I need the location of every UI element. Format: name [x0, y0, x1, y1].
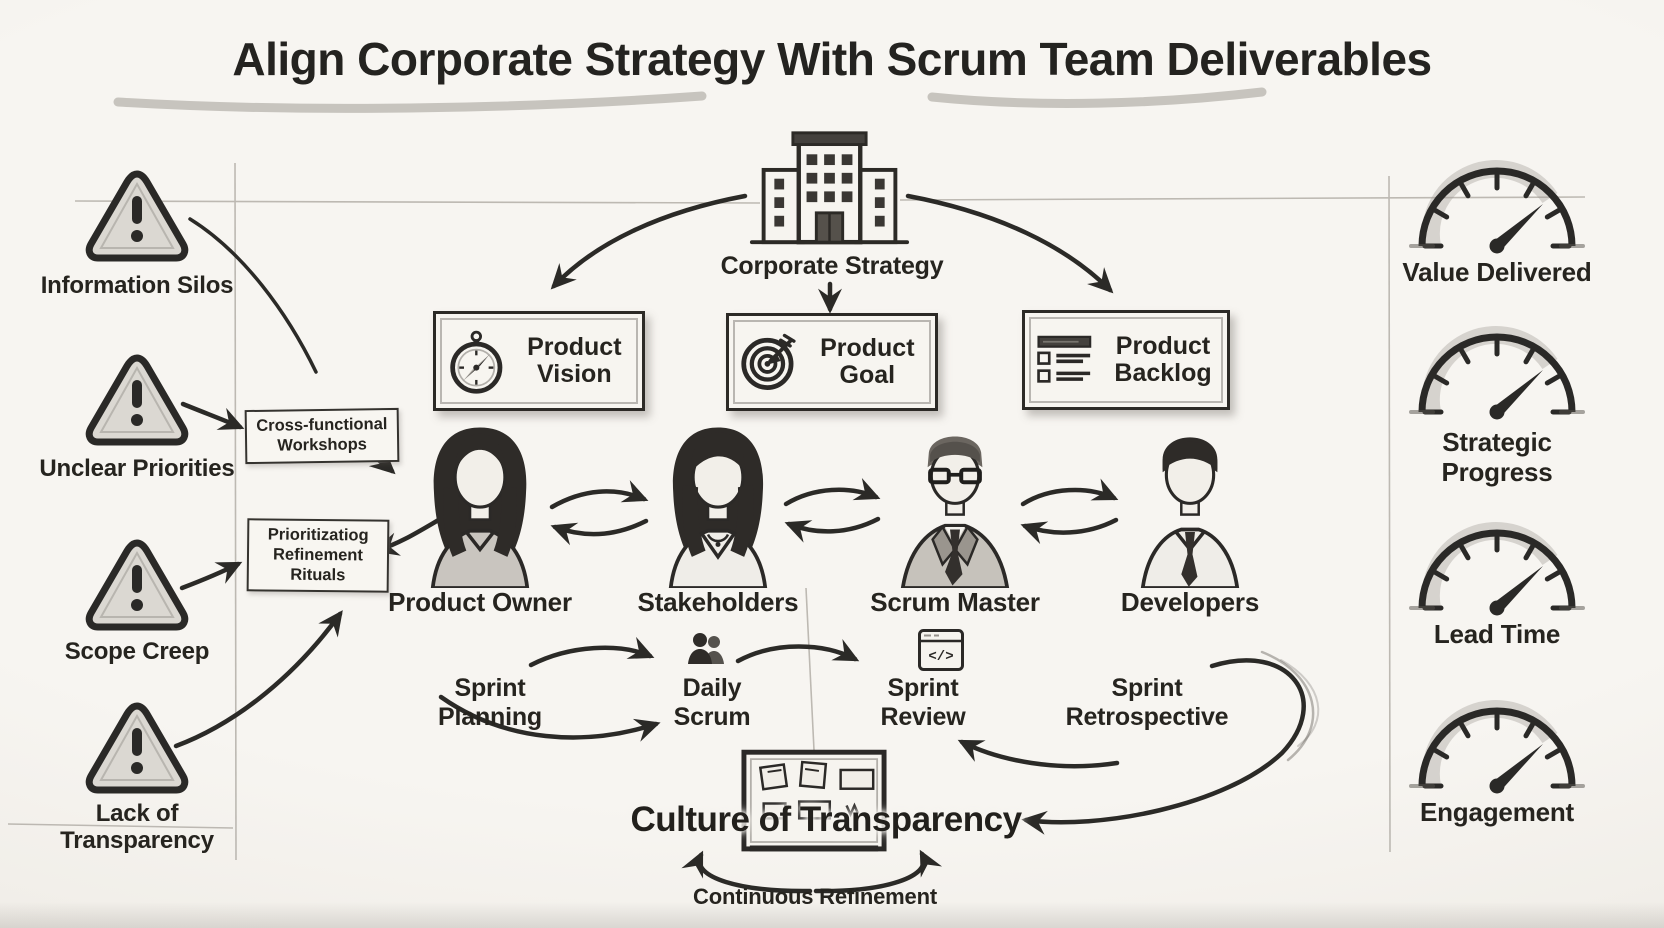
- arrow-strategy-to-vision: [550, 193, 748, 290]
- flow-arrows: [173, 193, 1306, 894]
- strategy-label: Corporate Strategy: [720, 252, 944, 280]
- pencil-guidelines: [7, 162, 1586, 861]
- arrow-scopecreep-to-rituals: [179, 561, 243, 591]
- retro-swirl-strokes: [1260, 650, 1320, 762]
- title-underline-strokes: [113, 87, 1267, 113]
- gauge-icon: [1409, 160, 1585, 254]
- arrow-scrummaster-developers: [1020, 478, 1119, 507]
- product-goal-box: Product Goal: [726, 313, 938, 411]
- pain-point-label: Scope Creep: [64, 638, 210, 665]
- arrow-priorities-to-workshops: [180, 401, 245, 430]
- pain-point-label: Unclear Priorities: [39, 455, 235, 482]
- checklist-icon: [1037, 335, 1092, 383]
- warning-triangle-icon: [85, 702, 189, 794]
- compass-icon: [450, 330, 503, 394]
- artifact-label: Product Backlog: [1114, 332, 1212, 387]
- role-label: Product Owner: [388, 587, 572, 617]
- event-label: Sprint Retrospective: [1065, 674, 1229, 731]
- arrow-lower-to-daily: [438, 694, 661, 742]
- note-line: Workshops: [277, 435, 368, 455]
- note-line: Cross-functional: [256, 415, 388, 435]
- role-label: Developers: [1120, 587, 1260, 617]
- note-line: Refinement: [272, 545, 364, 565]
- arrow-daily-to-review: [735, 638, 860, 664]
- gauge-icon: [1409, 700, 1585, 794]
- metric-label: Lead Time: [1433, 619, 1561, 649]
- arrow-stakeholders-scrummaster: [783, 478, 881, 507]
- role-label: Scrum Master: [870, 587, 1040, 617]
- gauge-icon: [1409, 522, 1585, 616]
- warning-triangle-icon: [85, 539, 189, 631]
- arrow-owner-stakeholders: [549, 480, 649, 510]
- culture-label: Culture of Transparency: [630, 800, 1022, 839]
- arrow-strategy-to-backlog: [905, 193, 1114, 294]
- loop-arrow-left: [681, 850, 813, 894]
- target-dart-icon: [741, 333, 796, 390]
- event-label: Sprint Review: [880, 674, 966, 731]
- metric-label: Strategic Progress: [1441, 427, 1553, 487]
- warning-triangle-icon: [85, 170, 189, 262]
- arrow-scrummaster-stakeholders: [784, 516, 881, 543]
- office-building-icon: [749, 131, 910, 245]
- sticky-note-board-icon: [741, 749, 887, 852]
- arrow-transparency-to-rituals: [173, 610, 343, 749]
- product-backlog-box: Product Backlog: [1022, 310, 1230, 410]
- event-label: Daily Scrum: [673, 674, 751, 731]
- man-glasses-bust-icon: [900, 436, 1010, 588]
- event-label: Sprint Planning: [438, 674, 542, 731]
- arrow-planning-to-daily: [528, 636, 655, 668]
- woman-bust-icon: [430, 427, 530, 588]
- artifact-label: Product Vision: [527, 333, 622, 388]
- warning-triangle-icon: [85, 354, 189, 446]
- workshops-note-box: Cross-functional Workshops: [244, 407, 400, 464]
- page-title: Align Corporate Strategy With Scrum Team…: [232, 33, 1432, 85]
- line-silos-to-workshops: [188, 217, 318, 374]
- team-icon: [688, 633, 724, 664]
- code-window-icon: </>: [918, 629, 964, 671]
- artifact-label: Product Goal: [820, 334, 915, 389]
- arrow-retro-to-culture: [1021, 658, 1306, 835]
- metric-label: Engagement: [1419, 797, 1575, 827]
- gauge-icon: [1409, 326, 1585, 420]
- pain-point-label: Lack of Transparency: [60, 800, 214, 855]
- arrow-retro-to-review: [957, 739, 1120, 769]
- man-tie-bust-icon: [1140, 437, 1240, 588]
- loop-arrow-right: [813, 849, 943, 894]
- note-line: Prioritizatiog: [267, 525, 369, 545]
- product-vision-box: Product Vision: [433, 311, 645, 411]
- rituals-note-box: Prioritizatiog Refinement Rituals: [246, 518, 390, 594]
- role-label: Stakeholders: [637, 587, 799, 617]
- note-line: Rituals: [290, 565, 346, 584]
- arrow-developers-scrummaster: [1020, 517, 1119, 545]
- continuous-refinement-label: Continuous Refinement: [693, 884, 937, 909]
- metric-label: Value Delivered: [1402, 257, 1592, 287]
- pain-point-label: Information Silos: [40, 272, 234, 299]
- code-glyph: </>: [928, 649, 953, 665]
- woman-bust-icon: [668, 427, 768, 588]
- arrow-stakeholders-owner: [550, 518, 649, 546]
